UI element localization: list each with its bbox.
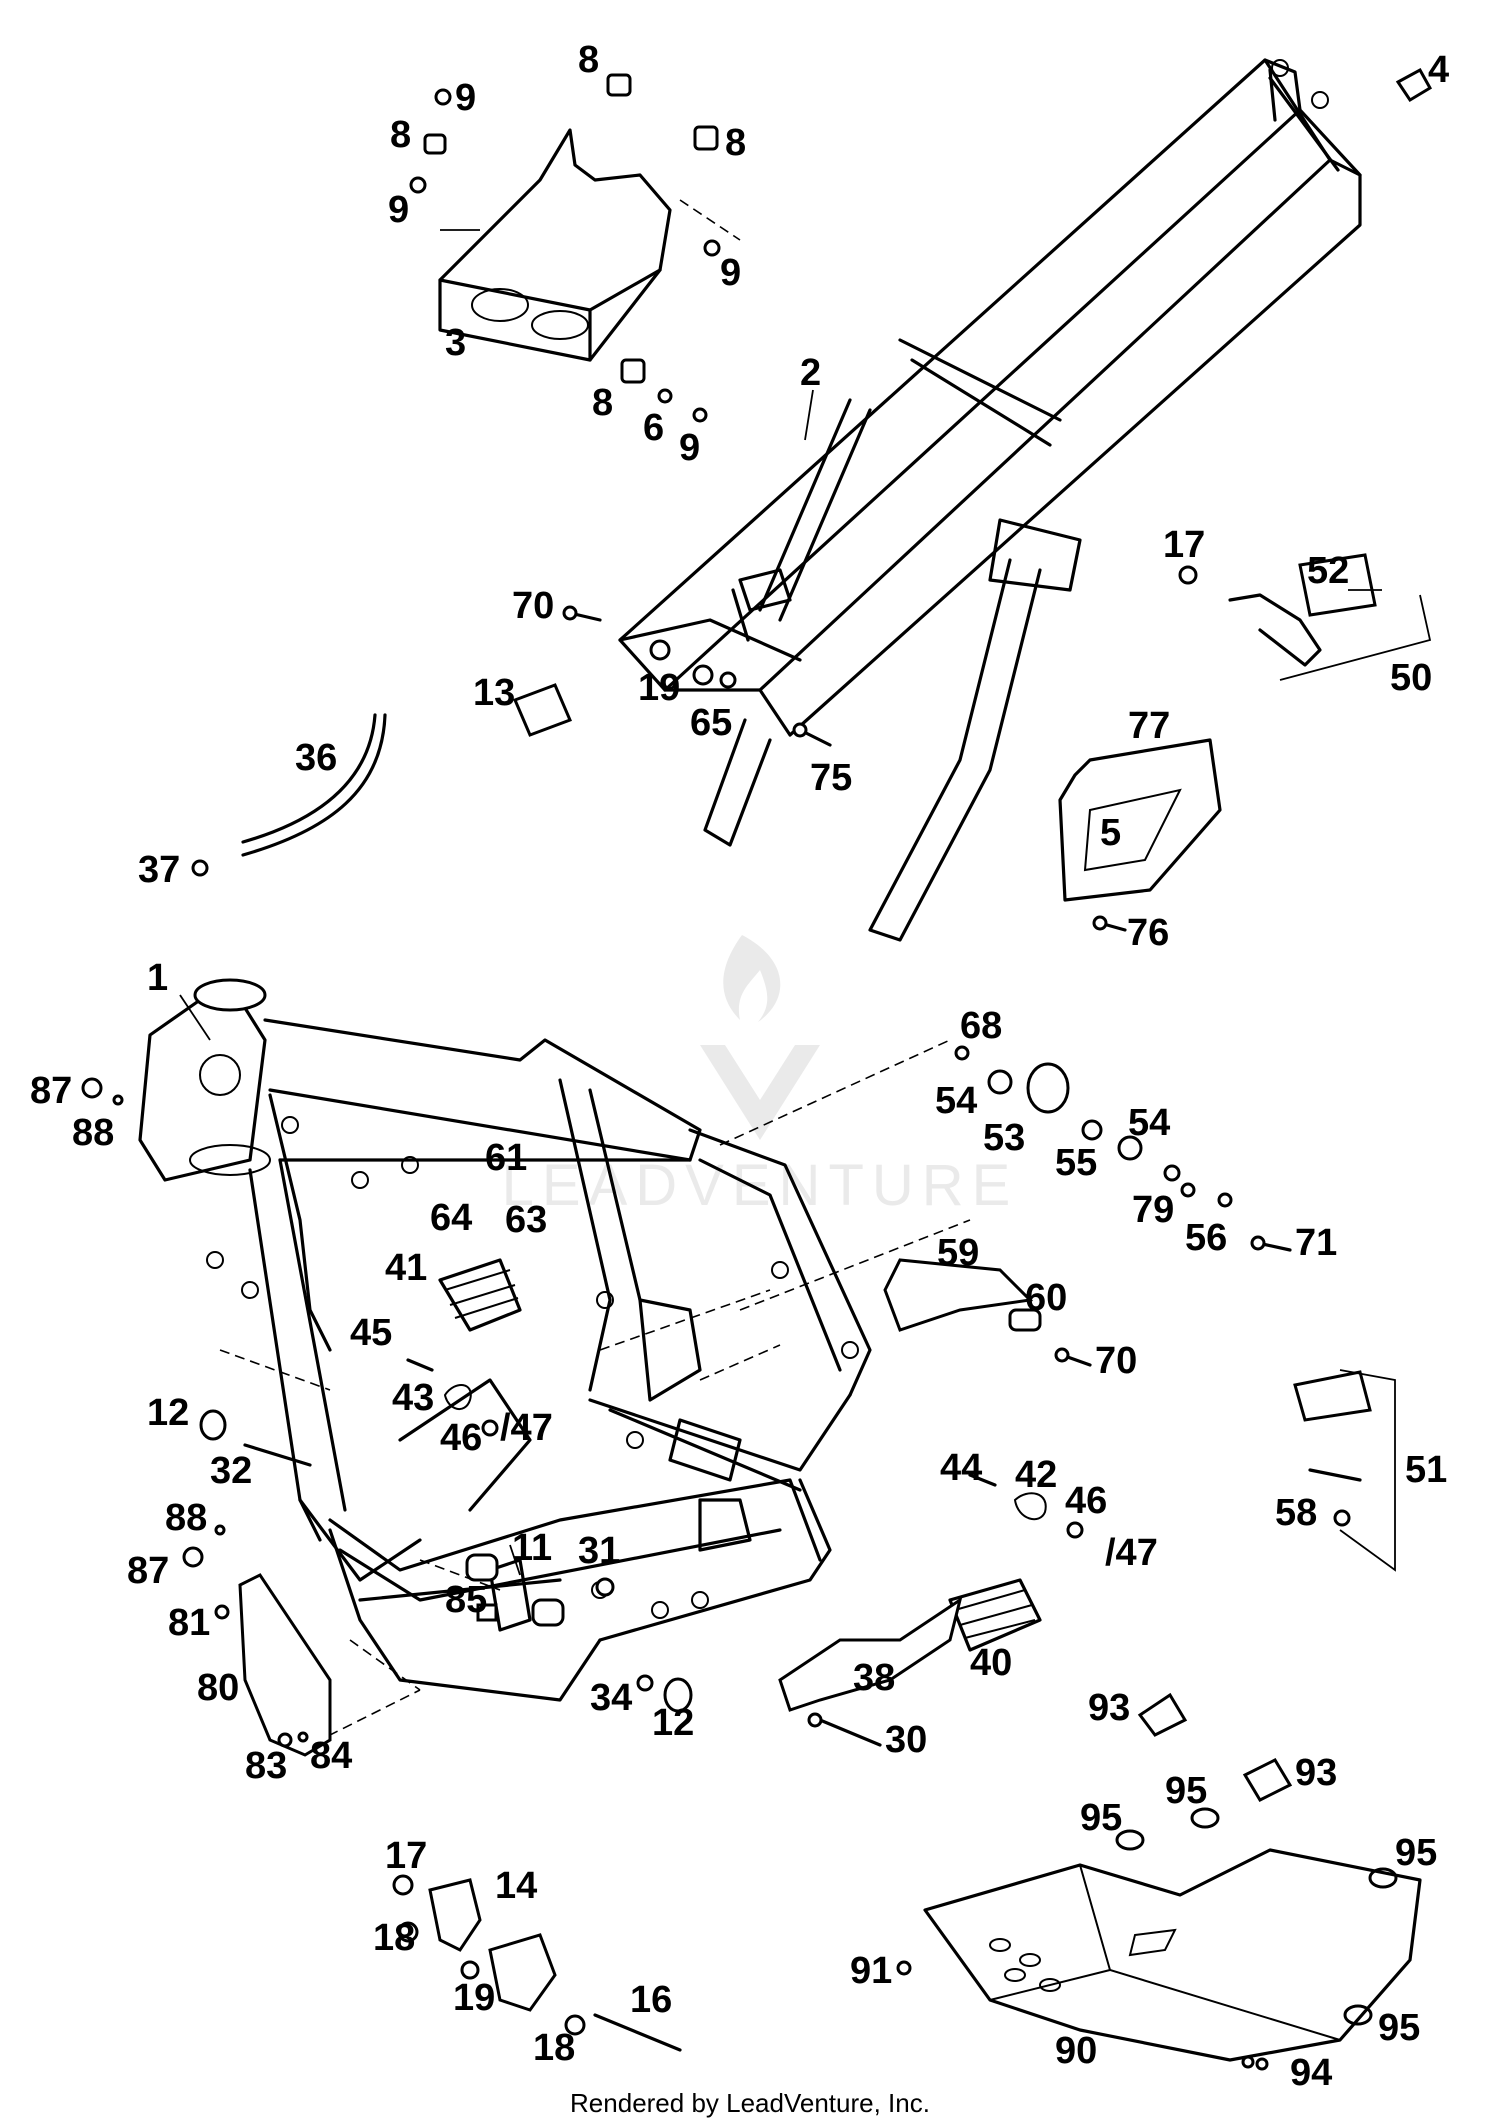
callout-labels: 8 4 9 8 8 9 9 3 8 6 9 2 17 52 70 50 13 1… [30, 39, 1449, 2094]
callout-leaders [179, 389, 1382, 1576]
main-frame [138, 978, 872, 1702]
callout-45: 45 [350, 1312, 392, 1354]
callout-58: 58 [1275, 1492, 1317, 1534]
callout-44: 44 [940, 1447, 982, 1489]
footer-credit: Rendered by LeadVenture, Inc. [570, 2088, 930, 2118]
callout-19: 19 [638, 667, 680, 709]
callout-63: 63 [505, 1199, 547, 1241]
callout-17: 17 [1163, 524, 1205, 566]
callout-61: 61 [485, 1137, 527, 1179]
callout-6: 6 [643, 407, 664, 449]
callout-34: 34 [590, 1677, 632, 1719]
callout-41: 41 [385, 1247, 427, 1289]
callout-87: 87 [127, 1550, 169, 1592]
callout-51: 51 [1405, 1449, 1447, 1491]
callout-52: 52 [1307, 550, 1349, 592]
callout-8: 8 [578, 39, 599, 81]
callout-14: 14 [495, 1865, 537, 1907]
callout-19: 19 [453, 1977, 495, 2019]
callout-1: 1 [147, 957, 168, 999]
callout-64: 64 [430, 1197, 472, 1239]
callout-60: 60 [1025, 1277, 1067, 1319]
callout-16: 16 [630, 1979, 672, 2021]
callout-90: 90 [1055, 2030, 1097, 2072]
callout-70: 70 [1095, 1340, 1137, 1382]
callout-93: 93 [1295, 1752, 1337, 1794]
callout-75: 75 [810, 757, 852, 799]
callout-32: 32 [210, 1450, 252, 1492]
callout-80: 80 [197, 1667, 239, 1709]
callout-5: 5 [1100, 812, 1121, 854]
callout-88: 88 [72, 1112, 114, 1154]
callout-68: 68 [960, 1005, 1002, 1047]
callout-9: 9 [388, 189, 409, 231]
callout-95: 95 [1080, 1797, 1122, 1839]
callout-83: 83 [245, 1745, 287, 1787]
callout-9: 9 [455, 77, 476, 119]
callout-12: 12 [652, 1702, 694, 1744]
callout-8: 8 [592, 382, 613, 424]
callout-94: 94 [1290, 2052, 1332, 2094]
watermark-text: LEADVENTURE [502, 1153, 1019, 1218]
callout-18: 18 [533, 2027, 575, 2069]
callout-31: 31 [578, 1530, 620, 1572]
callout-53: 53 [983, 1117, 1025, 1159]
callout-13: 13 [473, 672, 515, 714]
callout-11: 11 [512, 1527, 552, 1569]
callout-55: 55 [1055, 1142, 1097, 1184]
callout-93: 93 [1088, 1687, 1130, 1729]
callout-59: 59 [937, 1232, 979, 1274]
callout-95: 95 [1165, 1770, 1207, 1812]
small-parts [81, 67, 1433, 2071]
callout-79: 79 [1132, 1189, 1174, 1231]
callout-54: 54 [935, 1080, 977, 1122]
callout-46: 46 [1065, 1480, 1107, 1522]
callout-3: 3 [445, 322, 466, 364]
callout-2: 2 [800, 352, 821, 394]
callout-56: 56 [1185, 1217, 1227, 1259]
callout-71: 71 [1295, 1222, 1337, 1264]
callout-12: 12 [147, 1392, 189, 1434]
callout-47: /47 [500, 1407, 553, 1449]
callout-54: 54 [1128, 1102, 1170, 1144]
callout-18: 18 [373, 1917, 415, 1959]
callout-4: 4 [1428, 49, 1449, 91]
watermark-logo: LEADVENTURE [502, 935, 1019, 1218]
callout-70: 70 [512, 585, 554, 627]
callout-84: 84 [310, 1735, 352, 1777]
callout-87: 87 [30, 1070, 72, 1112]
callout-9: 9 [720, 252, 741, 294]
callout-38: 38 [853, 1657, 895, 1699]
callout-36: 36 [295, 737, 337, 779]
battery-tray [438, 128, 741, 362]
callout-46: 46 [440, 1417, 482, 1459]
callout-91: 91 [850, 1950, 892, 1992]
callout-81: 81 [168, 1602, 210, 1644]
callout-76: 76 [1127, 912, 1169, 954]
callout-8: 8 [725, 122, 746, 164]
callout-65: 65 [690, 702, 732, 744]
callout-88: 88 [165, 1497, 207, 1539]
callout-47: /47 [1105, 1532, 1158, 1574]
rear-subframe [618, 58, 1362, 942]
callout-40: 40 [970, 1642, 1012, 1684]
callout-95: 95 [1395, 1832, 1437, 1874]
callout-77: 77 [1128, 705, 1170, 747]
callout-8: 8 [390, 114, 411, 156]
callout-43: 43 [392, 1377, 434, 1419]
callout-95: 95 [1378, 2007, 1420, 2049]
callout-17: 17 [385, 1835, 427, 1877]
callout-37: 37 [138, 849, 180, 891]
callout-30: 30 [885, 1719, 927, 1761]
callout-50: 50 [1390, 657, 1432, 699]
callout-85: 85 [445, 1579, 487, 1621]
callout-42: 42 [1015, 1454, 1057, 1496]
callout-9: 9 [679, 427, 700, 469]
